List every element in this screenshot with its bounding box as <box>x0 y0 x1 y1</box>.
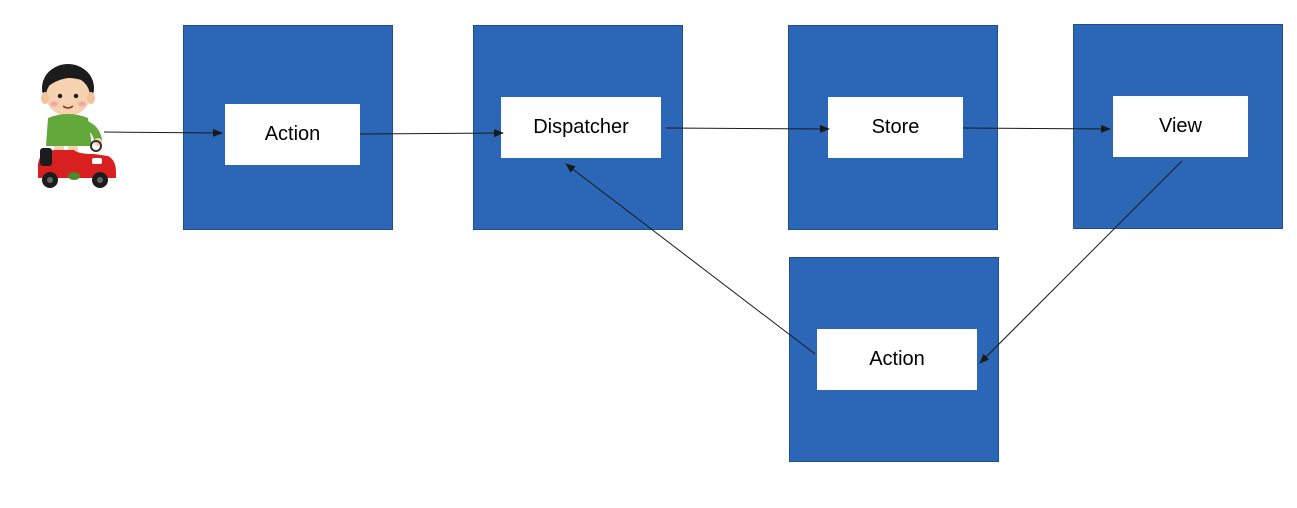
edge-action-to-dispatcher-feedback <box>565 163 816 355</box>
node-dispatcher: Dispatcher <box>501 97 661 158</box>
edge-action-to-dispatcher <box>359 129 504 138</box>
edge-view-to-action <box>979 160 1183 364</box>
node-store: Store <box>828 97 963 158</box>
edge-store-to-view <box>962 124 1111 133</box>
node-action-bottom: Action <box>817 329 977 390</box>
child-in-toy-car-icon <box>38 64 116 188</box>
edge-dispatcher-to-store <box>665 124 830 133</box>
edge-user-to-action <box>103 128 223 137</box>
node-action-top: Action <box>225 104 360 165</box>
node-view: View <box>1113 96 1248 157</box>
